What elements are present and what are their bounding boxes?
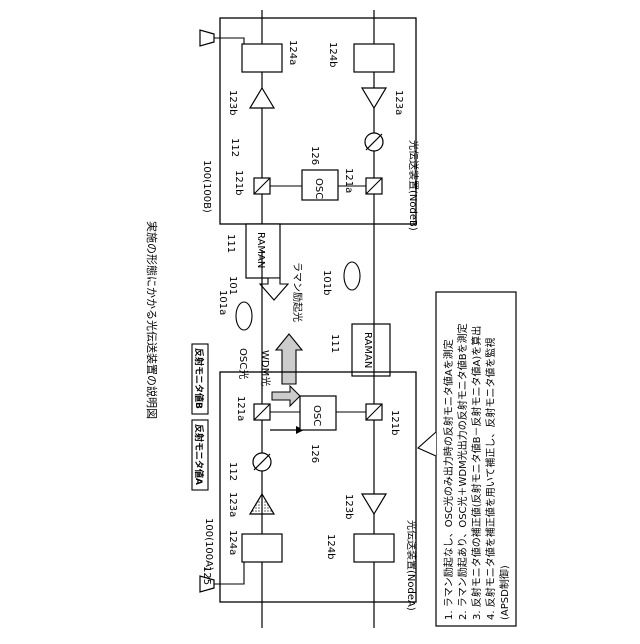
notes-callout [418,432,436,456]
wdm-light-arrow [276,334,302,384]
monitor-b-label: 反射モニタ値B [193,348,205,409]
nodeb-ref-112: 112 [229,138,240,157]
note-line-5: (APSD制御) [498,565,511,620]
raman-pump-label: ラマン励起光 [291,262,304,322]
nodeb-ref-126: 126 [309,146,320,165]
nodea-ref-123b: 123b [343,494,354,519]
note-line-2: 2. ラマン励起あり、OSC光＋WDM光出力の反射モニタ値Bを測定 [456,323,469,620]
nodea-ref-126: 126 [309,444,320,463]
nodea-ref: 100(100A) [203,518,214,571]
nodea-ref-123a: 123a [227,492,238,517]
note-line-4: 4. 反射モニタ値を補正値を用いて補正し、反射モニタ値を監視 [484,338,497,620]
nodea-box-124b [354,534,394,562]
note-line-1: 1. ラマン励起なし、OSC光のみ出力時の反射モニタ値Aを測定 [442,339,455,620]
osc-light-label: OSC光 [237,348,250,379]
nodea-box-124a [242,534,282,562]
nodea-ref-121b: 121b [389,410,400,435]
nodea-ref-112: 112 [227,462,238,481]
nodeb-terminal-icon [200,30,214,46]
nodea-ref-121a: 121a [235,396,246,421]
nodea-ref-124b: 124b [325,534,336,559]
nodeb-ref-123a: 123a [393,90,404,115]
nodeb-caption: 光伝送装置(NodeB) [407,140,420,231]
ref-fiber-101a: 101a [217,290,228,315]
nodeb-ref: 100(100B) [201,160,212,213]
nodeb-ref-123b: 123b [227,90,238,115]
raman-pump-arrow [260,278,288,300]
nodeb-box-124a [242,44,282,72]
nodea-ref-124a: 124a [227,530,238,555]
nodeb-amp-123b [250,88,274,108]
nodea-caption: 光伝送装置(NodeA) [405,520,418,611]
ref-fiber-101b: 101b [321,270,332,295]
nodeb-ref-121a: 121a [343,168,354,193]
nodeb-ref-121b: 121b [233,170,244,195]
ref-link-101: 101 [227,276,238,295]
nodeb-box-124b [354,44,394,72]
raman-label-upper: RAMAN [255,232,266,268]
nodeb-amp-123a [362,88,386,108]
note-line-3: 3. 反射モニタ値の補正値(反射モニタ値B－反射モニタ値A)を算出 [470,326,483,620]
nodea-amp-123b [362,494,386,514]
fiber-101b [344,262,360,290]
reflect-arrow-b [272,386,300,406]
figure-title: 実施の形態にかかる光伝送装置の説明図 [145,221,159,419]
nodeb-ref-124a: 124a [287,40,298,65]
monitor-a-label: 反射モニタ値A [193,424,205,485]
nodeb-ref-124b: 124b [327,42,338,67]
nodeb-osc-label: OSC [313,178,324,199]
nodea-amp-123a [250,494,274,514]
fiber-101a [236,302,252,330]
wdm-light-label: WDM光 [259,350,272,386]
raman-label-lower: RAMAN [362,332,373,368]
nodea-osc-label: OSC [311,405,322,426]
raman-ref-upper: 111 [225,234,236,253]
raman-ref-lower: 111 [329,334,340,353]
